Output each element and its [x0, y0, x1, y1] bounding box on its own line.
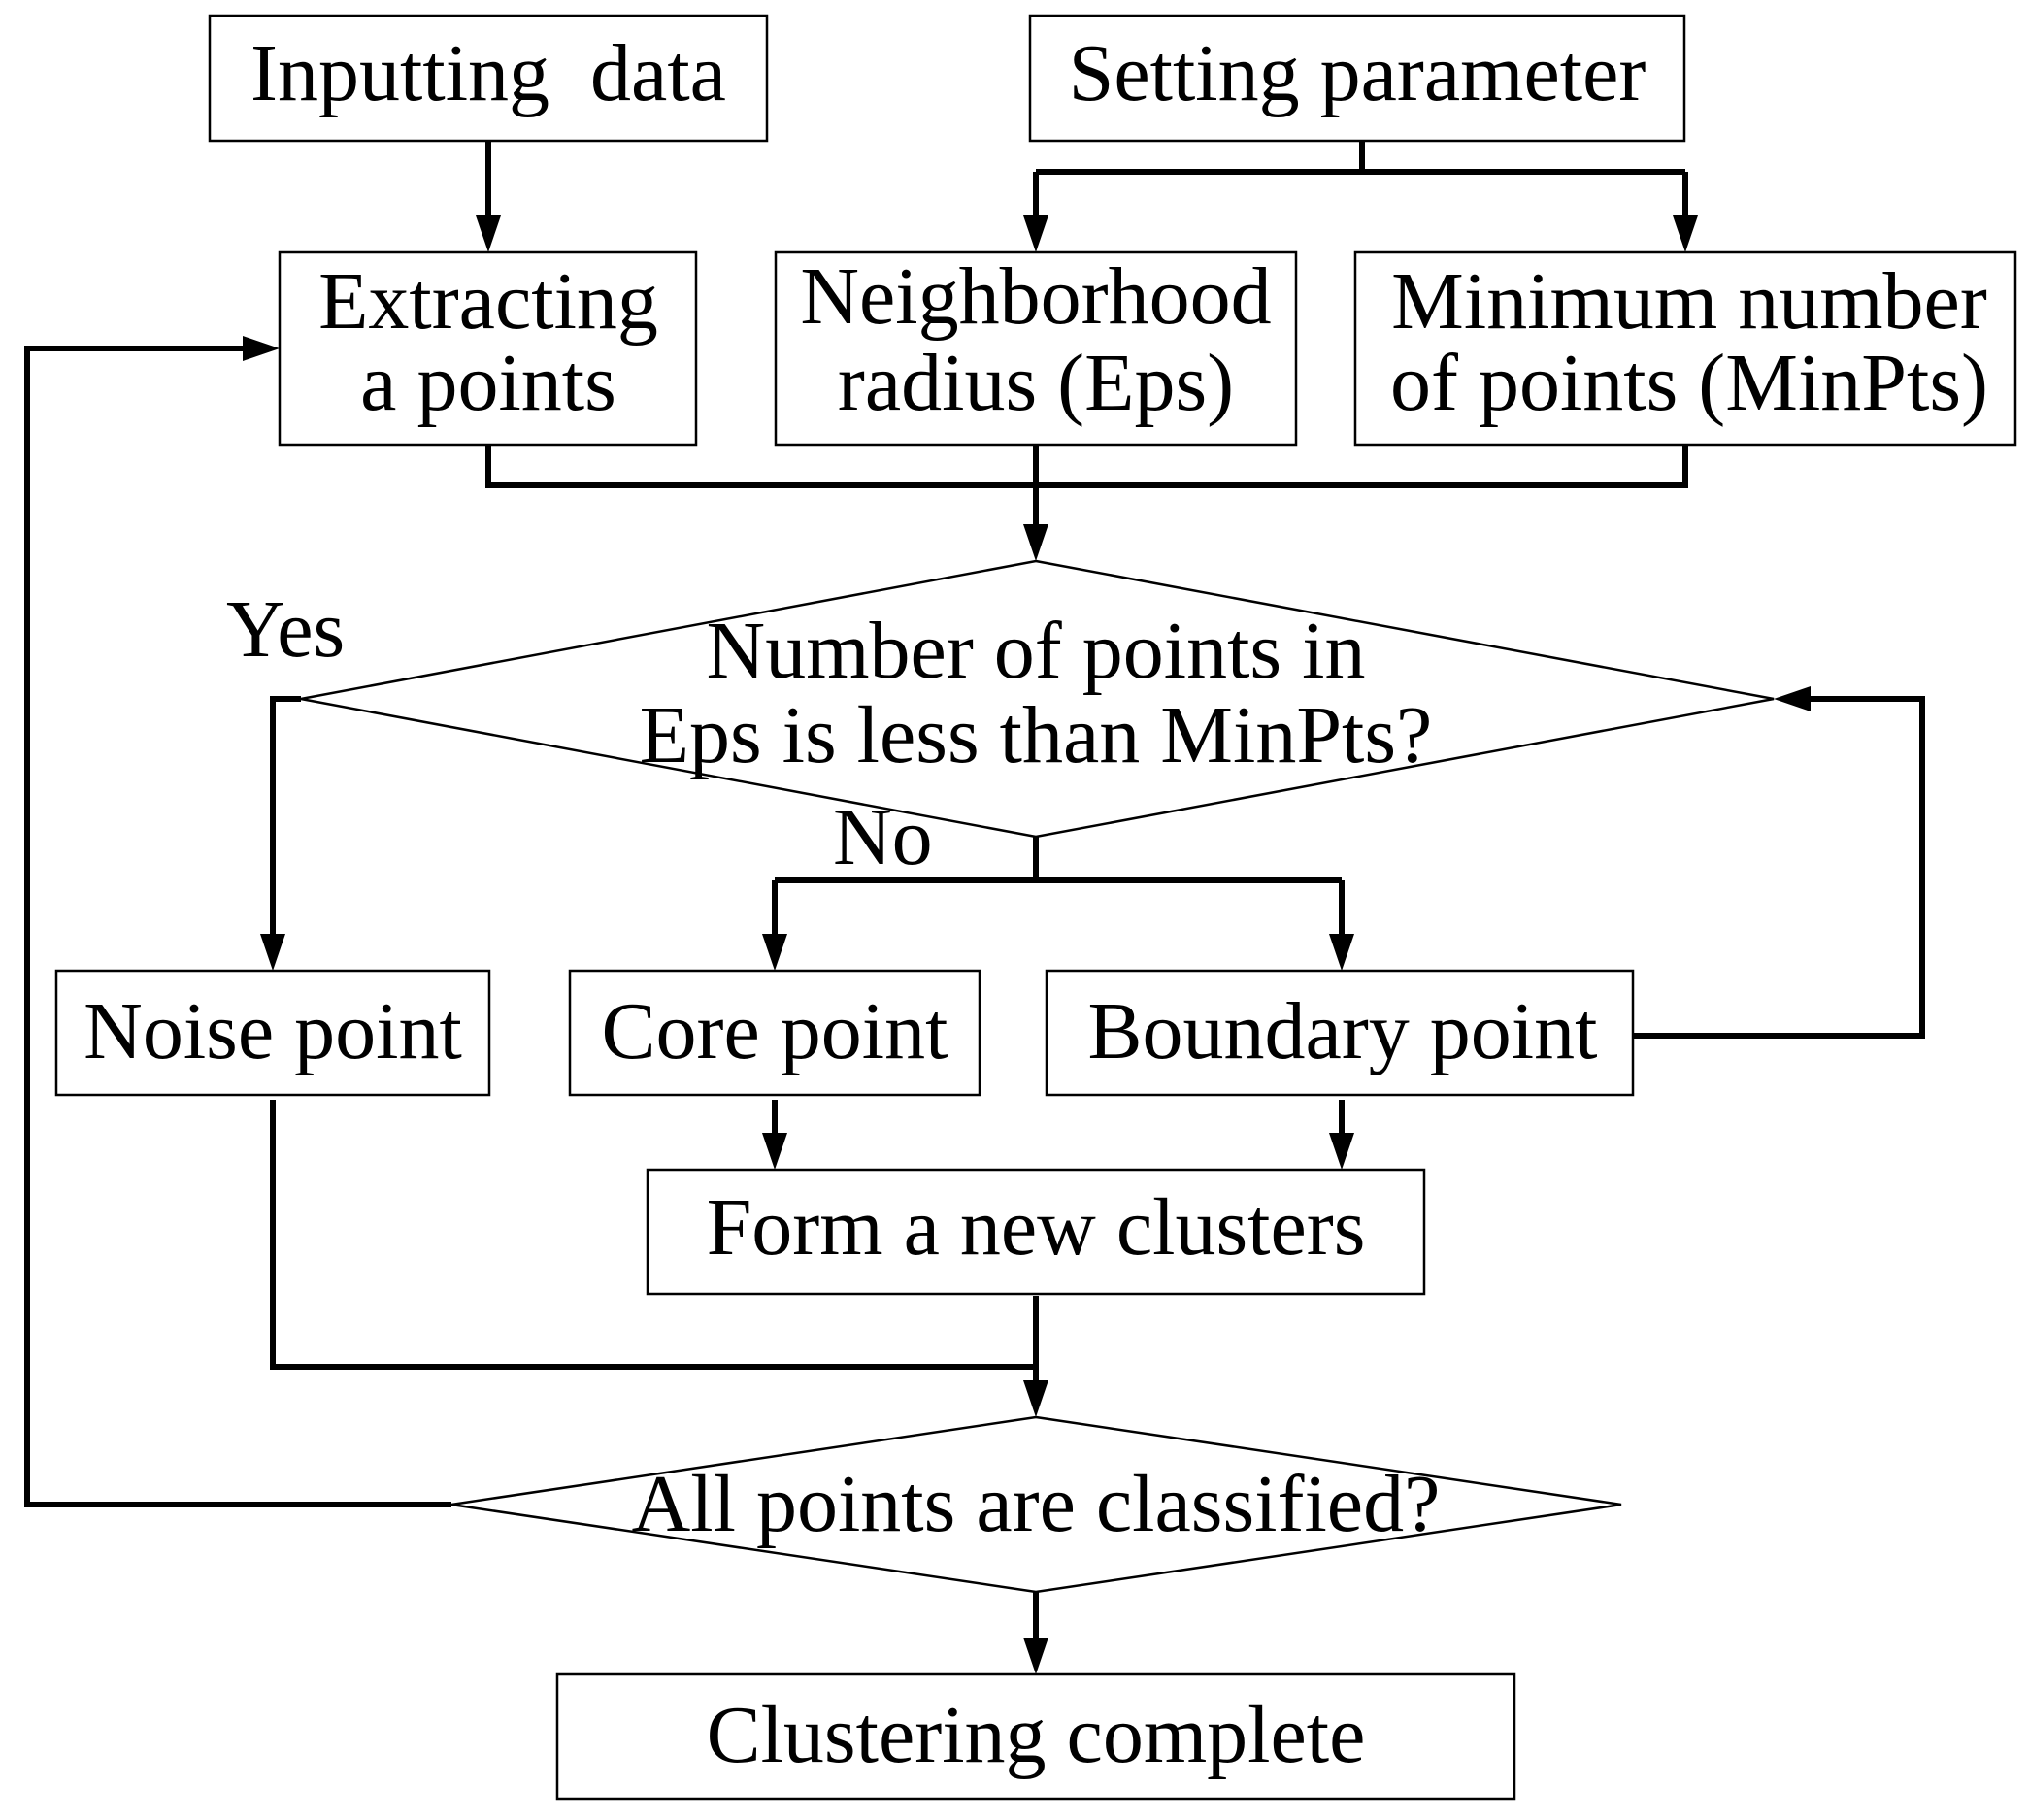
node-decision-all-label: All points are classified? — [632, 1459, 1441, 1549]
edge-boundary-loop — [1633, 696, 1925, 1039]
node-clustering-complete: Clustering complete — [555, 1672, 1516, 1801]
node-noise-point: Noise point — [54, 969, 491, 1097]
arrowhead-icon — [762, 1133, 787, 1170]
arrowhead-icon — [1774, 686, 1811, 711]
arrowhead-icon — [1023, 1380, 1048, 1417]
node-minimum-number-label-line2: of points (MinPts) — [1390, 338, 1988, 428]
arrowhead-icon — [243, 336, 280, 361]
node-form-clusters: Form a new clusters — [646, 1168, 1426, 1296]
arrowhead-icon — [1329, 1133, 1354, 1170]
node-minimum-number: Minimum number of points (MinPts) — [1353, 250, 2017, 447]
node-decision-eps-label-line2: Eps is less than MinPts? — [640, 690, 1433, 780]
arrowhead-icon — [1673, 215, 1698, 252]
edge-setting-split — [1033, 141, 1688, 233]
node-neighborhood-radius-label-line2: radius (Eps) — [838, 338, 1234, 428]
arrowhead-icon — [1023, 1638, 1048, 1674]
node-inputting-data: Inputting data — [208, 14, 769, 143]
edge-no-split — [772, 837, 1345, 951]
node-extracting-point: Extracting a points — [278, 250, 698, 447]
edge-noise-to-decision2 — [270, 1100, 1036, 1370]
node-decision-eps: Number of points in Eps is less than Min… — [300, 559, 1775, 839]
node-setting-parameter-label: Setting parameter — [1069, 28, 1646, 118]
node-core-point-label: Core point — [602, 986, 948, 1076]
node-minimum-number-label-line1: Minimum number — [1391, 256, 1987, 347]
node-clustering-complete-label: Clustering complete — [707, 1690, 1366, 1780]
node-noise-point-label: Noise point — [83, 986, 462, 1076]
arrowhead-icon — [476, 215, 501, 252]
node-inputting-data-label: Inputting data — [250, 28, 726, 118]
arrowhead-icon — [1329, 934, 1354, 971]
node-decision-all: All points are classified? — [450, 1415, 1622, 1594]
node-setting-parameter: Setting parameter — [1028, 14, 1686, 143]
node-neighborhood-radius: Neighborhood radius (Eps) — [774, 250, 1298, 447]
node-form-clusters-label: Form a new clusters — [707, 1182, 1366, 1273]
node-extracting-point-label-line2: a points — [360, 338, 616, 428]
arrowhead-icon — [762, 934, 787, 971]
arrowhead-icon — [1023, 215, 1048, 252]
edge-label-no: No — [833, 792, 933, 882]
node-extracting-point-label-line1: Extracting — [318, 256, 658, 347]
edge-decision2-loop — [24, 346, 451, 1507]
edge-yes-to-noise — [270, 696, 301, 951]
node-decision-eps-label-line1: Number of points in — [707, 606, 1366, 696]
node-neighborhood-radius-label-line1: Neighborhood — [800, 251, 1271, 342]
node-boundary-point-label: Boundary point — [1088, 986, 1598, 1076]
edge-params-merge — [485, 445, 1688, 544]
arrowhead-icon — [260, 934, 285, 971]
edge-label-yes: Yes — [226, 584, 345, 675]
edges — [24, 141, 1925, 1674]
node-boundary-point: Boundary point — [1045, 969, 1635, 1097]
arrowhead-icon — [1023, 524, 1048, 561]
node-core-point: Core point — [568, 969, 981, 1097]
